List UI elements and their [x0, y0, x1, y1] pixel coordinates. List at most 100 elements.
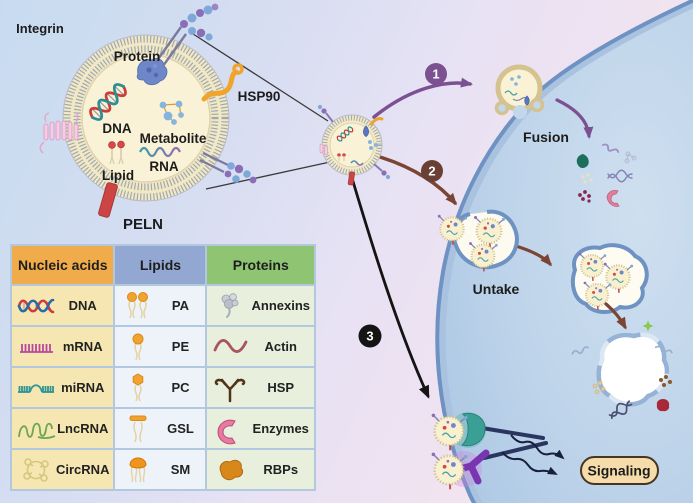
- legend-cell-enzymes: Enzymes: [207, 409, 314, 448]
- protein-blob-icon: [656, 399, 670, 412]
- legend-label: RBPs: [263, 462, 299, 477]
- receptor-signaling-site: [430, 412, 548, 491]
- hsp90-protein: [201, 63, 244, 102]
- peln-small-vesicle: [317, 104, 391, 186]
- lncrna-icon: [18, 422, 56, 439]
- legend-cell-dna: DNA: [12, 286, 114, 325]
- pa-icon: [127, 291, 149, 318]
- legend-cell-sm: SM: [115, 450, 206, 489]
- arrow-uptake: [517, 245, 552, 267]
- protein-blob: [136, 57, 168, 86]
- diagram-labels: Integrin Protein HSP90 DNA Metabolite Li…: [16, 21, 569, 297]
- mrna-icon: [20, 343, 53, 353]
- callout-line-top: [189, 31, 329, 122]
- legend-cell-pe: PE: [115, 327, 206, 366]
- step-badges: 1 2 3: [358, 63, 447, 348]
- step-2-badge: [421, 160, 443, 182]
- endosome: [570, 243, 649, 314]
- metabolite-dots-icon: [578, 190, 591, 203]
- step-3-number: 3: [366, 329, 373, 344]
- arrow-endosome: [604, 302, 627, 330]
- enzymes-icon: [217, 419, 237, 444]
- legend-cell-pc: PC: [115, 368, 206, 407]
- metabolite-molecule: [159, 100, 184, 125]
- metabolite-label: Metabolite: [140, 131, 207, 146]
- legend-cell-annexins: Annexins: [207, 286, 314, 325]
- enzyme-icon: [606, 189, 620, 207]
- legend-cell-circrna: CircRNA: [12, 450, 114, 489]
- pe-icon: [132, 333, 144, 360]
- callout-line-bottom: [205, 161, 331, 190]
- metabolite-dots-icon: [659, 375, 672, 387]
- pale-metabolite-icon: [581, 173, 593, 184]
- lipid-label: Lipid: [102, 168, 134, 183]
- signaling-callout: Signaling: [580, 456, 659, 485]
- legend-label: LncRNA: [57, 421, 109, 436]
- rna-strand-icon: [601, 143, 620, 153]
- peln-detail-vesicle: [39, 3, 257, 218]
- fusion-label: Fusion: [523, 129, 569, 145]
- legend-label: miRNA: [61, 380, 105, 395]
- dna-helix-icon: [608, 400, 633, 420]
- integrin-receptor: [155, 3, 219, 67]
- endosome-released-cargo: [571, 320, 673, 420]
- dna-label: DNA: [102, 121, 131, 136]
- legend-cell-hsp: HSP: [207, 368, 314, 407]
- legend-label: GSL: [167, 421, 194, 436]
- step-2-number: 2: [428, 164, 435, 179]
- legend-label: Actin: [264, 339, 297, 354]
- protein-blob-icon: [576, 154, 589, 168]
- legend-label: HSP: [267, 380, 295, 395]
- legend-cell-mrna: mRNA: [12, 327, 114, 366]
- cell-membrane-inner: [436, 0, 693, 503]
- legend-label: SM: [170, 462, 191, 477]
- cell-membrane: [435, 0, 693, 503]
- actin-icon: [214, 338, 248, 353]
- legend-cell-actin: Actin: [207, 327, 314, 366]
- step-1-badge: [425, 63, 447, 85]
- circrna-icon: [23, 457, 49, 482]
- signal-waves: [501, 434, 565, 475]
- cup-receptor-icon: [460, 412, 486, 447]
- rod-protein: [98, 182, 118, 218]
- fusion-released-cargo: [576, 143, 637, 207]
- rna-strand-icon: [654, 345, 673, 354]
- arrow-pathway-1: [372, 77, 473, 119]
- arrow-fusion-release: [555, 98, 594, 139]
- legend-header-lipids: Lipids: [115, 246, 206, 284]
- legend-cell-mirna: miRNA: [12, 368, 114, 407]
- mini-rna: [350, 160, 364, 166]
- mini-dna: [336, 126, 354, 142]
- legend-label: Enzymes: [252, 421, 309, 436]
- rna-wave: [139, 146, 181, 158]
- annexins-icon: [222, 292, 239, 318]
- legend-label: Annexins: [251, 298, 310, 313]
- lipid-molecule: [108, 140, 125, 165]
- legend-header-proteins: Proteins: [207, 246, 314, 284]
- mirna-icon: [18, 383, 54, 393]
- legend-header-nucleic-acids: Nucleic acids: [12, 246, 114, 284]
- gsl-icon: [129, 415, 147, 442]
- mini-protein: [362, 125, 370, 137]
- dna-icon: [17, 298, 55, 313]
- legend-label: DNA: [68, 298, 97, 313]
- peln-label: PELN: [123, 216, 163, 233]
- rbps-icon: [220, 459, 244, 480]
- empty-endosome: [596, 332, 670, 407]
- hsp-icon: [215, 378, 246, 402]
- legend-cell-pa: PA: [115, 286, 206, 325]
- sparkle-icon: [642, 320, 654, 332]
- dna-helix: [89, 83, 127, 121]
- legend-cell-rbps: RBPs: [207, 450, 314, 489]
- untake-label: Untake: [473, 281, 520, 297]
- signaling-label: Signaling: [588, 463, 651, 479]
- arrow-pathway-3: [350, 176, 430, 399]
- legend-label: PA: [171, 298, 190, 313]
- gpcr-receptor: [39, 111, 79, 154]
- tan-metabolite-icon: [592, 380, 606, 395]
- rna-label: RNA: [149, 159, 178, 174]
- receptor-stem: [480, 426, 545, 440]
- mini-receptors: [317, 104, 391, 186]
- molecule-cluster-icon: [624, 151, 637, 164]
